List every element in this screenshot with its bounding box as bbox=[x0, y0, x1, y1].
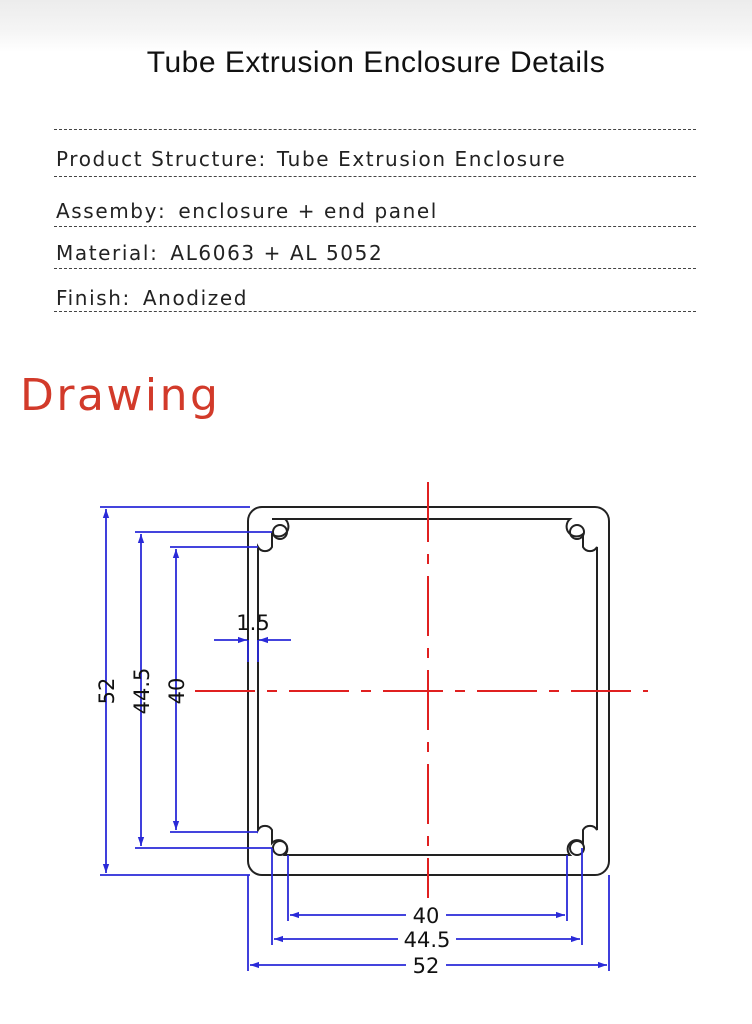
horizontal-dimensions bbox=[247, 848, 610, 971]
wall-thickness-dimension bbox=[214, 636, 291, 662]
inner-wall bbox=[257, 518, 598, 856]
spec-label: Finish bbox=[56, 286, 123, 310]
top-banner bbox=[0, 0, 752, 52]
dimension-labels: 52 44.5 40 1.5 40 44.5 52 bbox=[95, 611, 450, 978]
dim-label-mid-width: 44.5 bbox=[404, 928, 451, 952]
spec-table: Product Structure: Tube Extrusion Enclosu… bbox=[54, 129, 696, 312]
page-title: Tube Extrusion Enclosure Details bbox=[146, 46, 606, 79]
spec-row-product-structure: Product Structure: Tube Extrusion Enclosu… bbox=[54, 130, 696, 177]
spec-value: Tube Extrusion Enclosure bbox=[276, 147, 567, 171]
spec-label: Material bbox=[56, 241, 151, 265]
center-lines bbox=[195, 482, 648, 898]
screw-slot bbox=[569, 840, 585, 856]
dim-label-mid-height: 44.5 bbox=[130, 668, 154, 715]
dim-label-inner-height: 40 bbox=[165, 678, 189, 705]
screw-slot bbox=[272, 524, 288, 540]
spec-row-material: Material: AL6063 + AL 5052 bbox=[54, 227, 696, 269]
dim-label-inner-width: 40 bbox=[413, 904, 440, 928]
dim-label-outer-width: 52 bbox=[413, 954, 440, 978]
screw-slot bbox=[272, 840, 288, 856]
spec-row-assembly: Assemby: enclosure + end panel bbox=[54, 177, 696, 227]
spec-label: Product Structure bbox=[56, 147, 259, 171]
spec-separator: : bbox=[258, 147, 267, 171]
dim-label-wall-thickness: 1.5 bbox=[236, 611, 269, 635]
spec-row-finish: Finish: Anodized bbox=[54, 269, 696, 312]
spec-separator: : bbox=[122, 286, 131, 310]
screw-slot bbox=[569, 524, 585, 540]
dim-label-outer-height: 52 bbox=[95, 678, 119, 705]
spec-separator: : bbox=[158, 199, 167, 223]
spec-separator: : bbox=[150, 241, 159, 265]
spec-value: enclosure + end panel bbox=[178, 199, 438, 223]
vertical-dimensions bbox=[100, 506, 272, 876]
spec-value: Anodized bbox=[142, 286, 249, 310]
spec-top-rule bbox=[54, 129, 696, 130]
spec-value: AL6063 + AL 5052 bbox=[170, 241, 384, 265]
section-title-drawing: Drawing bbox=[20, 370, 221, 421]
spec-label: Assemby bbox=[56, 199, 159, 223]
